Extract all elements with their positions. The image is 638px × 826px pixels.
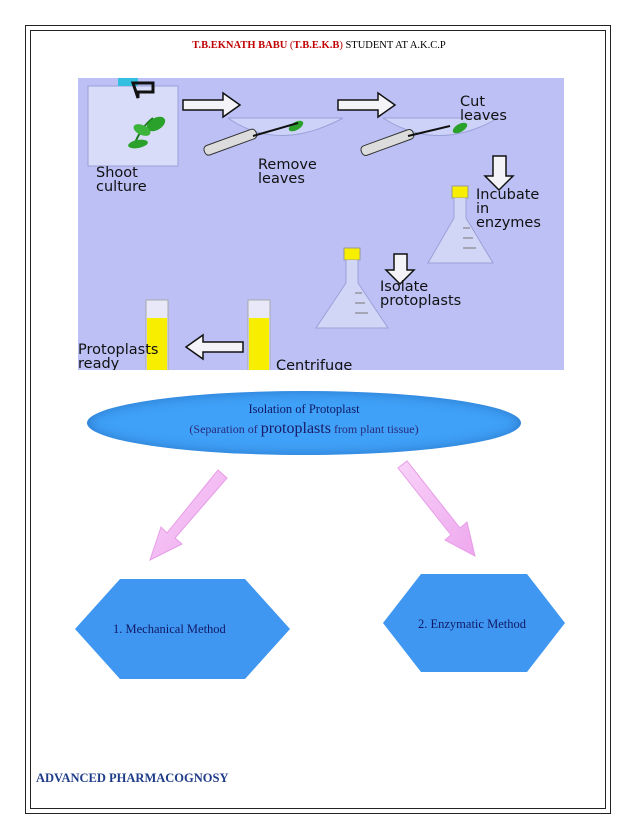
isolation-flask-icon — [315, 247, 389, 329]
method-mechanical: 1. Mechanical Method — [113, 622, 226, 636]
page-border-outer — [25, 25, 611, 814]
hexagon-mechanical — [75, 579, 290, 679]
remove-leaves-bowl-icon — [203, 117, 344, 156]
incubation-flask-icon — [427, 185, 494, 264]
page-header: T.B.EKNATH BABU (T.B.E.K.B) STUDENT AT A… — [0, 40, 638, 51]
culture-jar-icon — [87, 78, 179, 167]
plant-shoot-icon — [128, 116, 166, 149]
label-centrifuge: Centrifuge — [276, 358, 353, 370]
header-open: ( — [289, 40, 294, 51]
ready-tube-icon — [145, 299, 169, 370]
arrow-to-mechanical — [149, 469, 228, 561]
workflow-drawing — [87, 78, 515, 370]
arrow-down-1 — [483, 155, 515, 192]
arrow-to-enzymatic — [397, 460, 476, 557]
cut-leaves-bowl-icon — [360, 117, 499, 156]
isolation-subtitle: (Separation of protoplasts from plant ti… — [189, 420, 419, 437]
centrifuge-tube-icon — [247, 299, 271, 370]
method-enzymatic: 2. Enzymatic Method — [418, 617, 526, 631]
arrow-right-2 — [337, 91, 397, 119]
page-border-inner — [30, 30, 606, 809]
hexagon-enzymatic — [383, 574, 565, 672]
header-author: T.B.EKNATH BABU — [192, 40, 288, 51]
header-initials: T.B.E.K.B — [293, 40, 340, 51]
header-rest: STUDENT AT A.K.C.P — [342, 40, 446, 51]
isolation-ellipse — [87, 391, 521, 455]
arrow-right-1 — [182, 91, 242, 119]
arrow-left-1 — [184, 333, 244, 361]
page-footer: ADVANCED PHARMACOGNOSY — [36, 771, 229, 785]
protoplasts-highlight: protoplasts — [260, 420, 331, 437]
isolation-title: Isolation of Protoplast — [248, 402, 360, 416]
header-close: ) — [339, 40, 343, 51]
arrow-down-2 — [384, 253, 416, 286]
